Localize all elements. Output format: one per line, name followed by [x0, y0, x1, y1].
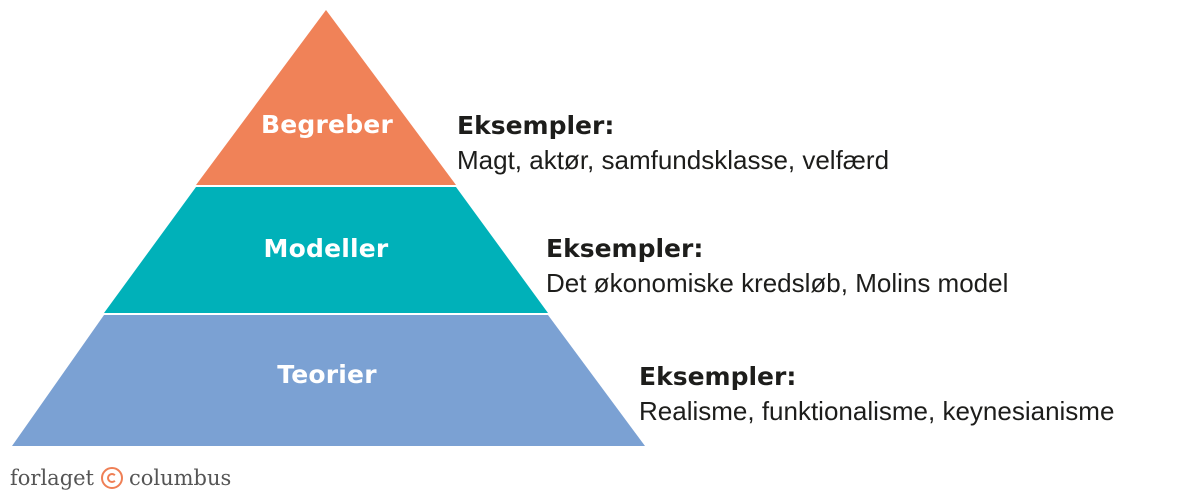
copyright-circle-icon [101, 467, 123, 489]
example-heading: Eksempler: [457, 111, 615, 140]
publisher-logo: forlaget columbus [10, 461, 231, 495]
tier-label-begreber: Begreber [261, 110, 393, 139]
example-items: Det økonomiske kredsløb, Molins model [546, 268, 1009, 298]
example-block-begreber: Eksempler: Magt, aktør, samfundsklasse, … [457, 110, 889, 178]
pyramid-tier-modeller [104, 187, 548, 313]
example-block-modeller: Eksempler: Det økonomiske kredsløb, Moli… [546, 233, 1008, 301]
pyramid-tier-begreber [196, 10, 456, 185]
publisher-name-left: forlaget [10, 466, 94, 490]
publisher-name-right: columbus [129, 466, 232, 490]
example-block-teorier: Eksempler: Realisme, funktionalisme, key… [639, 361, 1114, 429]
example-heading: Eksempler: [546, 234, 704, 263]
tier-label-teorier: Teorier [277, 360, 377, 389]
tier-label-modeller: Modeller [263, 234, 389, 263]
example-items: Realisme, funktionalisme, keynesianisme [639, 396, 1115, 426]
example-heading: Eksempler: [639, 362, 797, 391]
example-items: Magt, aktør, samfundsklasse, velfærd [457, 145, 890, 175]
pyramid-tier-teorier [12, 315, 645, 446]
